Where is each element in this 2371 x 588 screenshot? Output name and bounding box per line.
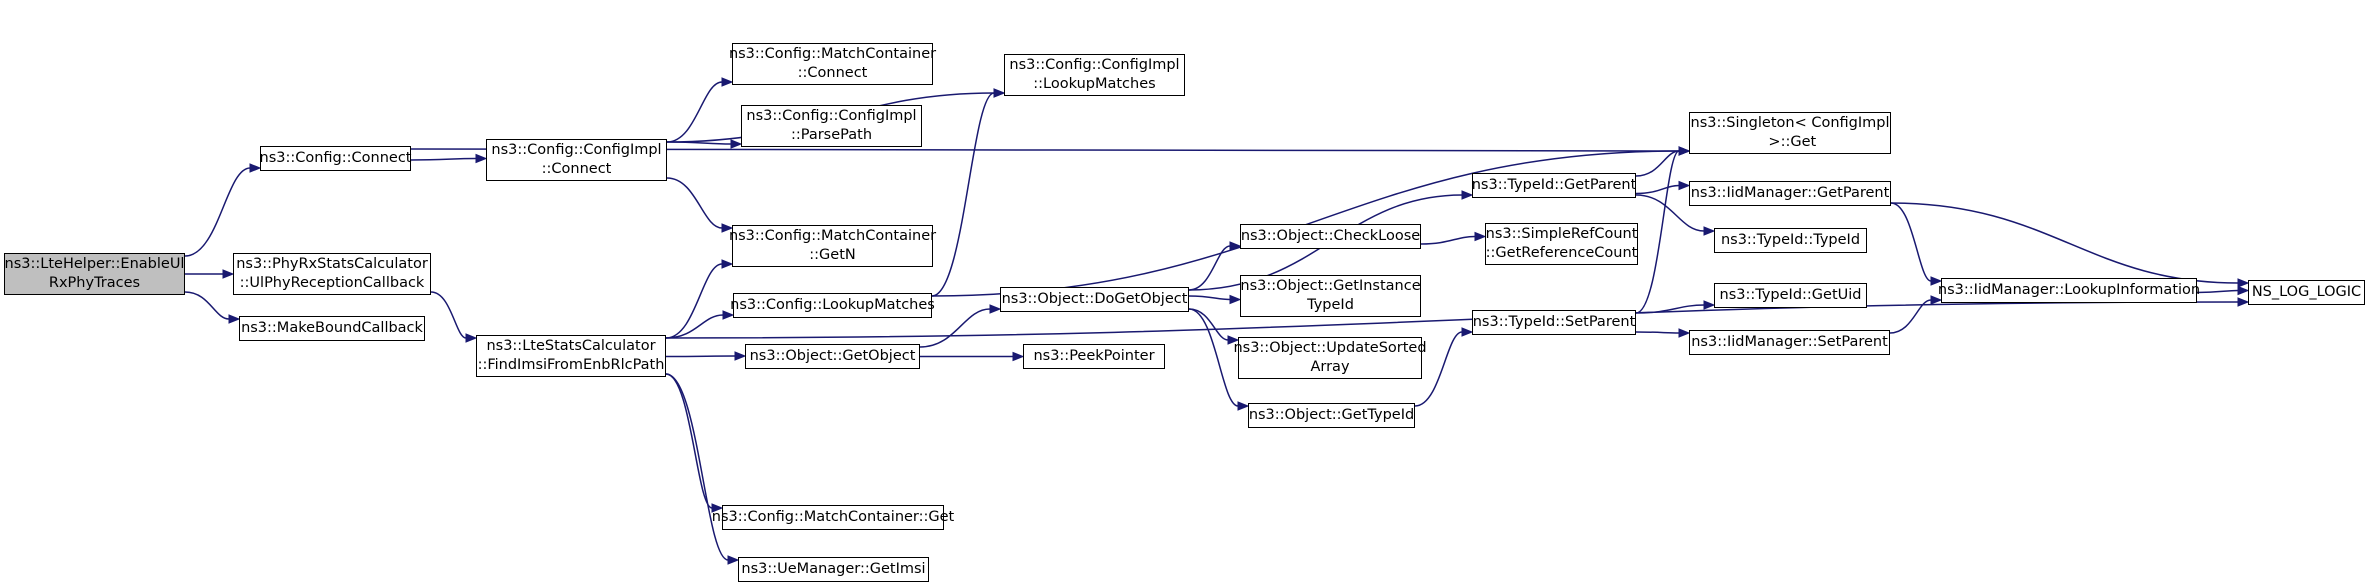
arrowhead-find_imsi-to-mc_getn [721,259,734,269]
arrowhead-find_imsi-to-mc_get [711,503,724,513]
arrowhead-lookup_matches-to-impl_lookup [993,88,1006,98]
edge-typeid_setparent-to-iid_setparent [1635,331,1680,334]
edge-typeid_setparent-to-typeid_getuid [1635,304,1705,314]
node-type-id-get-uid[interactable]: ns3::TypeId::GetUid [1714,283,1867,308]
node-object-check-loose[interactable]: ns3::Object::CheckLoose [1240,224,1421,249]
edge-configimpl_connect-to-mc_getn [666,177,723,229]
arrowhead-config_connect-to-configimpl_connect [475,153,488,164]
arrowhead-enable_ul-to-config_connect [249,163,262,173]
edge-do_get_object-to-get_instance_typeid [1188,295,1231,301]
edge-iid_setparent-to-iid_lookupinfo [1889,299,1932,334]
arrowhead-enable_ul-to-phyrx [222,269,235,279]
arrowhead-typeid_getparent-to-iid_getparent [1678,180,1691,191]
node-object-get-instance-type-id[interactable]: ns3::Object::GetInstance TypeId [1240,275,1421,317]
edge-find_imsi-to-get_object [665,355,736,358]
edge-do_get_object-to-update_sorted [1188,308,1229,341]
arrowhead-iid_getparent-to-ns_log_logic [2237,278,2250,288]
node-match-container-getn[interactable]: ns3::Config::MatchContainer ::GetN [729,225,936,267]
arrowhead-phyrx-to-find_imsi [465,333,478,343]
node-object-get-type-id[interactable]: ns3::Object::GetTypeId [1248,403,1415,428]
node-match-container-connect[interactable]: ns3::Config::MatchContainer ::Connect [729,43,936,85]
node-object-do-get-object[interactable]: ns3::Object::DoGetObject [1000,287,1189,312]
arrowhead-find_imsi-to-ns_log_logic [2237,297,2250,307]
arrowhead-find_imsi-to-lookup_matches [722,310,735,320]
edge-find_imsi-to-lookup_matches [665,314,724,339]
arrowhead-iid_setparent-to-iid_lookupinfo [1930,295,1943,305]
edge-configimpl_connect-to-mc_connect [666,81,723,143]
edge-phyrx-to-find_imsi [430,291,467,339]
arrowhead-find_imsi-to-ue_getimsi [727,555,740,565]
edge-typeid_getparent-to-singleton_get [1635,150,1680,177]
node-iid-manager-set-parent[interactable]: ns3::IidManager::SetParent [1689,330,1890,355]
node-config-impl-parse-path[interactable]: ns3::Config::ConfigImpl ::ParsePath [741,105,922,147]
node-type-id-set-parent[interactable]: ns3::TypeId::SetParent [1472,310,1636,335]
arrowhead-get_object-to-do_get_object [989,304,1002,314]
node-simple-ref-count-get-reference-count[interactable]: ns3::SimpleRefCount ::GetReferenceCount [1485,223,1638,265]
edge-get_object-to-do_get_object [919,308,991,348]
node-peek-pointer[interactable]: ns3::PeekPointer [1023,344,1165,369]
arrowhead-do_get_object-to-check_loose [1229,241,1242,251]
arrowhead-typeid_setparent-to-singleton_get [1678,146,1691,156]
arrowhead-iid_lookupinfo-to-ns_log_logic [2237,285,2250,296]
node-object-update-sorted-array[interactable]: ns3::Object::UpdateSorted Array [1233,337,1427,379]
arrowhead-typeid_getparent-to-typeid_typeid [1703,226,1716,236]
arrowhead-find_imsi-to-get_object [734,351,747,361]
edge-iid_lookupinfo-to-ns_log_logic [2196,289,2239,294]
node-make-bound-callback[interactable]: ns3::MakeBoundCallback [239,316,425,341]
edge-typeid_getparent-to-typeid_typeid [1635,194,1705,232]
node-lte-helper-enable-ul-rx-phy-traces: ns3::LteHelper::EnableUl RxPhyTraces [4,253,185,295]
edge-find_imsi-to-ns_log_logic [665,301,2239,339]
arrowhead-configimpl_connect-to-mc_connect [721,77,734,87]
node-config-impl-connect[interactable]: ns3::Config::ConfigImpl ::Connect [486,139,667,181]
edge-check_loose-to-simple_refcount [1420,235,1476,245]
arrowhead-typeid_setparent-to-typeid_getuid [1703,300,1716,310]
edge-typeid_setparent-to-singleton_get [1635,150,1680,314]
arrowhead-do_get_object-to-typeid_getparent [1461,190,1474,200]
node-config-lookup-matches[interactable]: ns3::Config::LookupMatches [730,293,935,318]
arrowhead-do_get_object-to-get_instance_typeid [1229,294,1242,305]
node-config-impl-lookup-matches[interactable]: ns3::Config::ConfigImpl ::LookupMatches [1004,54,1185,96]
node-ns-log-logic[interactable]: NS_LOG_LOGIC [2248,280,2365,305]
edge-lookup_matches-to-impl_lookup [931,92,995,297]
arrowhead-typeid_setparent-to-iid_setparent [1678,328,1691,338]
node-match-container-get[interactable]: ns3::Config::MatchContainer::Get [712,505,954,530]
arrowhead-do_get_object-to-update_sorted [1227,335,1240,345]
node-object-get-object[interactable]: ns3::Object::GetObject [745,344,920,369]
node-lte-stats-calculator-find-imsi-from-enb-rlc-path[interactable]: ns3::LteStatsCalculator ::FindImsiFromEn… [476,335,666,377]
node-iid-manager-get-parent[interactable]: ns3::IidManager::GetParent [1689,181,1891,206]
node-singleton-config-impl-get[interactable]: ns3::Singleton< ConfigImpl >::Get [1689,112,1891,154]
node-iid-manager-lookup-information[interactable]: ns3::IidManager::LookupInformation [1938,278,2200,303]
arrowhead-do_get_object-to-get_typeid [1237,401,1250,411]
arrowhead-enable_ul-to-make_bound [228,314,241,324]
arrowhead-check_loose-to-simple_refcount [1474,231,1487,242]
edge-iid_getparent-to-ns_log_logic [1890,202,2239,284]
node-ue-manager-get-imsi[interactable]: ns3::UeManager::GetImsi [738,557,929,582]
edge-find_imsi-to-mc_getn [665,263,723,339]
node-type-id-type-id[interactable]: ns3::TypeId::TypeId [1714,228,1867,253]
edge-iid_getparent-to-iid_lookupinfo [1890,202,1932,282]
arrowhead-iid_getparent-to-iid_lookupinfo [1930,276,1943,286]
edge-config_connect-to-configimpl_connect [410,157,477,161]
edge-typeid_getparent-to-iid_getparent [1635,184,1680,195]
arrowhead-configimpl_connect-to-mc_getn [721,223,734,233]
edge-do_get_object-to-check_loose [1188,245,1231,291]
arrowhead-get_object-to-peek_pointer [1012,351,1025,362]
arrowhead-get_typeid-to-typeid_setparent [1461,327,1474,337]
edge-enable_ul-to-config_connect [184,167,251,257]
node-type-id-get-parent[interactable]: ns3::TypeId::GetParent [1472,173,1636,198]
edge-get_typeid-to-typeid_setparent [1414,331,1463,407]
node-config-connect[interactable]: ns3::Config::Connect [260,146,412,171]
edge-do_get_object-to-get_typeid [1188,308,1239,407]
node-phy-rx-stats-calculator-ul-phy-reception-callback[interactable]: ns3::PhyRxStatsCalculator ::UlPhyRecepti… [233,253,431,295]
edge-enable_ul-to-make_bound [184,291,230,320]
arrowhead-configimpl_connect-to-parse_path [730,139,743,149]
edge-find_imsi-to-ue_getimsi [665,373,729,561]
